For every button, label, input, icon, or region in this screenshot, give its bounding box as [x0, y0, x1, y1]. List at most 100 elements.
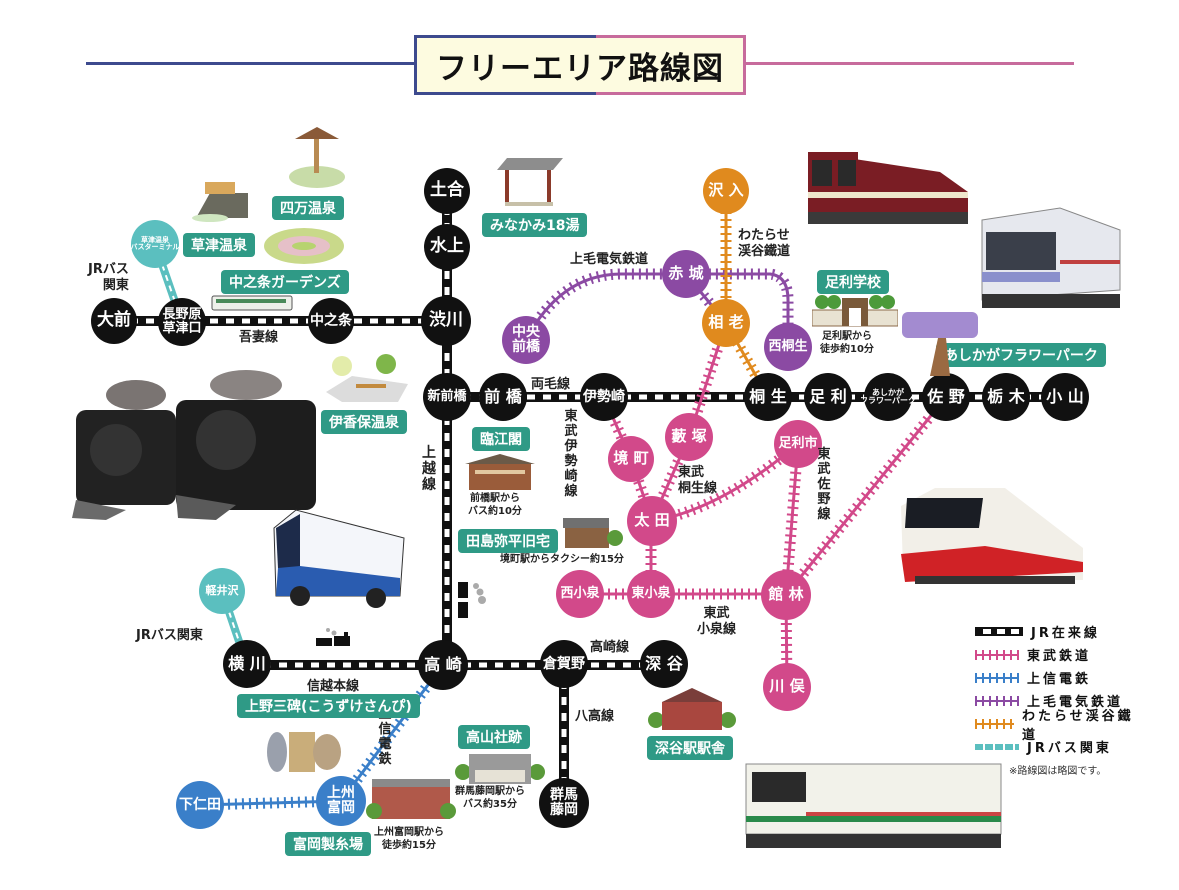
line-label-tobu-kiryu: 東武 桐生線: [678, 465, 718, 496]
rest-house-illustration: [497, 158, 563, 206]
station-gunma-fujioka[interactable]: 群馬 藤岡: [539, 778, 589, 828]
station-kiryu[interactable]: 桐 生: [744, 373, 792, 421]
station-nishi-koizumi[interactable]: 西小泉: [556, 570, 604, 618]
line-label-tobu-sano: 東 武 佐 野 線: [817, 447, 831, 522]
note-ashikaga-gakko-access: 足利駅から 徒歩約10分: [820, 331, 874, 355]
station-yokokawa[interactable]: 横 川: [223, 640, 271, 688]
station-sakaimachi[interactable]: 境 町: [608, 436, 654, 482]
steam-train-icon: [316, 628, 350, 646]
line-label-joetsu: 上 越 線: [422, 445, 436, 494]
note-takayama-access: 群馬藤岡駅から バス約35分: [455, 786, 525, 810]
spot-nakanojo-gardens[interactable]: 中之条ガーデンズ: [221, 270, 349, 294]
station-ashikagashi[interactable]: 足利市: [774, 420, 822, 468]
note-rinkokaku-access: 前橋駅から バス約10分: [468, 493, 522, 517]
jomo-train-photo: [981, 207, 1121, 308]
legend-item-tobu: 東武鉄道: [975, 643, 1135, 666]
spot-ikaho-onsen[interactable]: 伊香保温泉: [321, 410, 407, 434]
station-doai[interactable]: 土合: [424, 168, 470, 214]
station-shimonita[interactable]: 下仁田: [176, 781, 224, 829]
busstop-kusatsu-onsen-bus-terminal[interactable]: 草津温泉 バスターミナル: [131, 220, 180, 268]
station-shibukawa[interactable]: 渋川: [421, 296, 471, 346]
spot-kusatsu-onsen[interactable]: 草津温泉: [183, 233, 255, 257]
station-aioi[interactable]: 相 老: [702, 299, 750, 347]
rinkokaku-illustration: [465, 454, 535, 490]
spot-shima-onsen[interactable]: 四万温泉: [272, 196, 344, 220]
onsen-illustration: [192, 182, 248, 222]
station-nishi-kiryu[interactable]: 西桐生: [764, 323, 812, 371]
station-ashikaga-flower-park[interactable]: あしかが フラワーパーク: [860, 373, 916, 421]
station-nakanojo[interactable]: 中之条: [308, 298, 354, 344]
station-maebashi[interactable]: 前 橋: [479, 373, 527, 421]
jr-local-train-photo: [745, 763, 1002, 848]
legend-swatch-tobu: [975, 649, 1019, 660]
station-sano[interactable]: 佐 野: [922, 373, 970, 421]
station-sori[interactable]: 沢 入: [703, 168, 749, 214]
station-ohmae[interactable]: 大前: [91, 298, 137, 344]
station-minakami[interactable]: 水上: [424, 224, 470, 270]
line-jomo: [524, 272, 790, 347]
station-naganohara-kusatsuguchi[interactable]: 長野原 草津口: [158, 298, 206, 346]
tajima-house-illustration: [563, 518, 623, 548]
station-oyama[interactable]: 小 山: [1041, 373, 1089, 421]
spot-ashikaga-gakko[interactable]: 足利学校: [817, 270, 889, 294]
line-watarase: [724, 191, 770, 398]
spot-tomioka-silk-mill[interactable]: 富岡製糸場: [285, 832, 371, 856]
line-label-jomo: 上毛電気鉄道: [570, 252, 649, 267]
station-higashi-koizumi[interactable]: 東小泉: [627, 570, 675, 618]
legend-label: わたらせ渓谷鐵道: [1021, 708, 1134, 743]
title-box: フリーエリア路線図: [414, 35, 746, 95]
spot-takayama-sha[interactable]: 高山社跡: [458, 725, 530, 749]
station-tochigi[interactable]: 栃 木: [982, 373, 1030, 421]
station-ashikaga[interactable]: 足 利: [804, 373, 852, 421]
station-kawamata[interactable]: 川 俣: [763, 663, 811, 711]
tobu-limited-express-photo: [901, 488, 1083, 584]
line-label-agatsuma: 吾妻線: [239, 330, 279, 345]
spot-fukaya-station-building[interactable]: 深谷駅駅舎: [647, 736, 733, 760]
legend-label: 上毛電気鉄道: [1027, 695, 1124, 710]
watarase-train-photo: [808, 152, 968, 224]
line-jomo-ties: [521, 268, 794, 347]
legend-note: ※路線図は略図です。: [1009, 766, 1107, 777]
spot-kozuke-sanpi[interactable]: 上野三碑(こうずけさんぴ): [237, 694, 420, 718]
line-watarase-ties: [720, 191, 773, 400]
station-yabuzuka[interactable]: 藪 塚: [665, 413, 713, 461]
station-takasaki[interactable]: 高 崎: [418, 640, 468, 690]
busstop-karuizawa[interactable]: 軽井沢: [199, 568, 245, 614]
station-fukaya[interactable]: 深 谷: [640, 640, 688, 688]
station-tatebayashi[interactable]: 館 林: [761, 570, 811, 620]
line-joetsu: [442, 321, 452, 665]
ashikaga-gakko-illustration: [812, 295, 898, 327]
line-label-watarase: わたらせ 渓谷鐵道: [738, 228, 791, 259]
line-label-takasaki: 高崎線: [590, 640, 630, 655]
station-isesaki[interactable]: 伊勢崎: [580, 373, 628, 421]
station-kuragano[interactable]: 倉賀野: [540, 640, 588, 688]
page-title: フリーエリア路線図: [436, 50, 724, 87]
legend-item-josin: 上信電鉄: [975, 666, 1135, 689]
spot-tajima-yahei[interactable]: 田島弥平旧宅: [458, 529, 558, 553]
wisteria-illustration: [902, 312, 978, 376]
line-label-shinetsu: 信越本線: [307, 679, 360, 694]
legend-item-jrbus: JRバス関東: [975, 735, 1135, 758]
tomioka-silk-mill-illustration: [366, 779, 456, 819]
spot-ashikaga-flower-park[interactable]: あしかがフラワーパーク: [936, 343, 1106, 367]
legend-label: JR在来線: [1031, 626, 1100, 641]
station-joshu-tomioka[interactable]: 上州 富岡: [316, 776, 366, 826]
station-shinmaebashi[interactable]: 新前橋: [423, 373, 471, 421]
spot-rinkokaku[interactable]: 臨江閣: [472, 427, 530, 451]
line-tobu-ashikagashi-ties: [780, 443, 804, 596]
fukaya-station-illustration: [648, 688, 736, 730]
kozuke-sanpi-illustration: [267, 732, 341, 772]
note-tomioka-access: 上州富岡駅から 徒歩約15分: [374, 827, 444, 851]
local-train-illustration: [211, 295, 293, 311]
legend-swatch-jrbus: [975, 743, 1019, 750]
spot-minakami-18[interactable]: みなかみ18湯: [482, 213, 588, 237]
steam-locomotives-photo: [72, 370, 316, 520]
line-label-jrbus-top: JRバス 関東: [88, 262, 129, 293]
highway-bus-photo: [273, 509, 405, 608]
station-akagi[interactable]: 赤 城: [662, 250, 710, 298]
station-chuo-maebashi[interactable]: 中央 前橋: [502, 316, 550, 364]
ikaho-illustration: [326, 354, 408, 402]
station-ota[interactable]: 太 田: [627, 496, 677, 546]
